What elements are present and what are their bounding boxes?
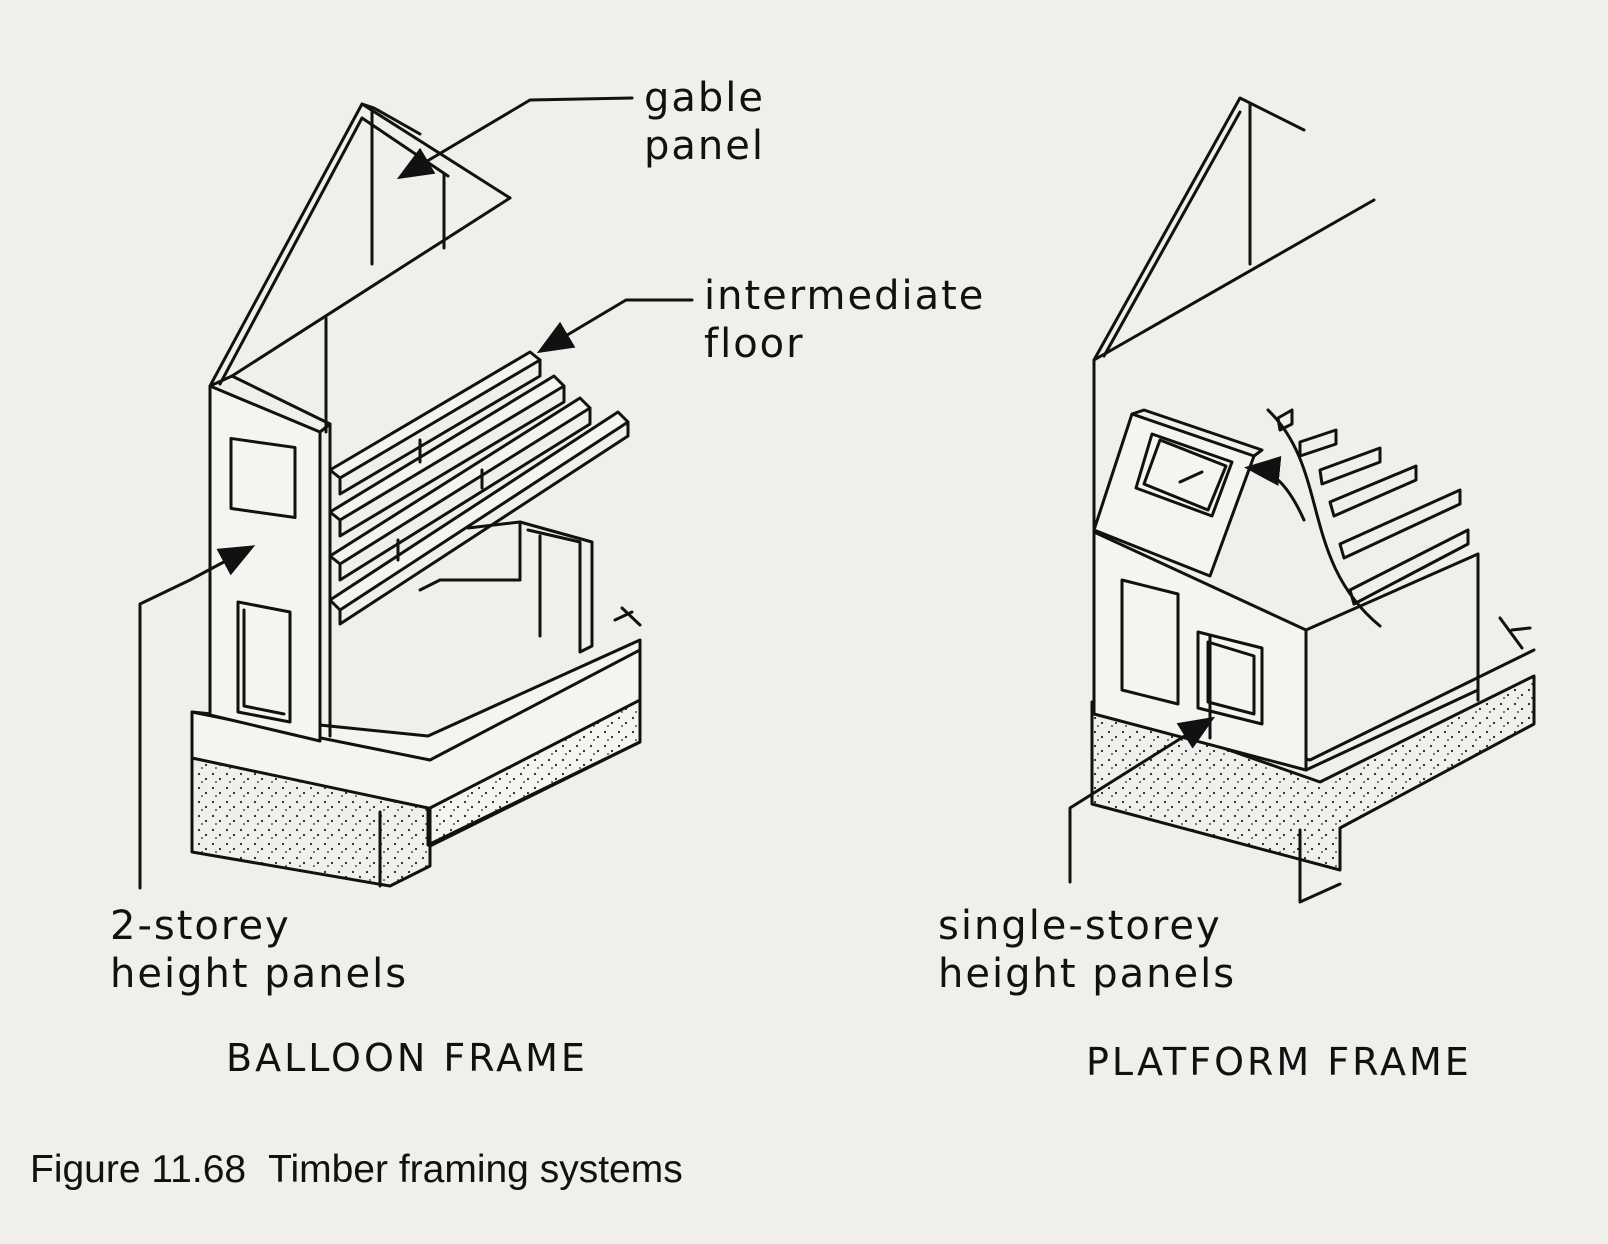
platform-upper-panel: [1092, 408, 1306, 578]
gable-label-line2: panel: [644, 123, 765, 169]
balloon-foundation: [190, 606, 642, 888]
balloon-floor-joists: [328, 350, 630, 626]
platform-panels-leader: [1068, 716, 1216, 884]
intermediate-floor-label: intermediate floor: [704, 272, 985, 368]
platform-gable-panel: [1092, 96, 1376, 534]
platform-frame-drawing: [1068, 96, 1536, 904]
platform-panels-label: single-storey height panels: [938, 902, 1236, 998]
gable-label-line1: gable: [644, 75, 766, 121]
figure-number: Figure 11.68: [30, 1148, 247, 1191]
balloon-internal-wall: [418, 520, 594, 654]
platform-floor-joists: [1266, 408, 1480, 702]
figure-caption-text: Timber framing systems: [268, 1148, 683, 1191]
floor-label-line1: intermediate: [704, 273, 986, 319]
balloon-panels-line1: 2-storey: [110, 903, 291, 949]
balloon-panels-label: 2-storey height panels: [110, 902, 408, 998]
floor-label-line2: floor: [704, 321, 805, 367]
balloon-frame-title: BALLOON FRAME: [226, 1036, 588, 1080]
balloon-panels-line2: height panels: [110, 951, 409, 997]
floor-leader: [536, 298, 694, 354]
balloon-frame-drawing: [138, 96, 694, 890]
balloon-panels-leader: [138, 545, 256, 890]
platform-panels-line1: single-storey: [938, 903, 1222, 949]
gable-panel-label: gable panel: [644, 74, 765, 170]
gable-leader: [396, 96, 634, 180]
figure-caption: Figure 11.68 Timber framing systems: [30, 1148, 705, 1192]
platform-frame-title: PLATFORM FRAME: [1086, 1040, 1472, 1084]
platform-panels-line2: height panels: [938, 951, 1237, 997]
balloon-gable-panel: [208, 102, 512, 434]
